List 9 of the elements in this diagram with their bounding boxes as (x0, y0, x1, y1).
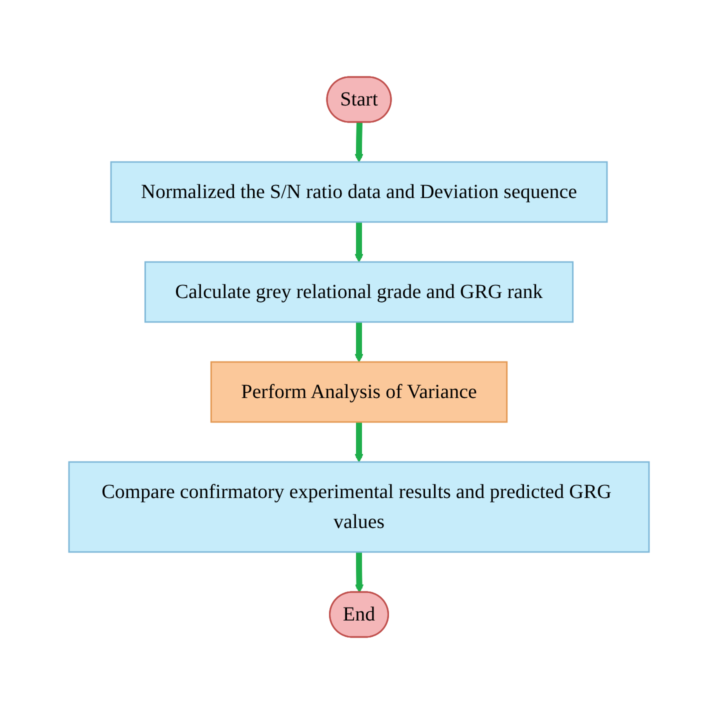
arrow (354, 422, 363, 462)
node-box: Perform Analysis of Variance (210, 360, 508, 422)
node-box: Calculate grey relational grade and GRG rank (144, 260, 574, 322)
arrow (354, 222, 363, 262)
arrow (354, 552, 364, 592)
arrow (354, 322, 363, 362)
arrow (354, 122, 363, 162)
node-box: Normalized the S/N ratio data and Deviation sequence (110, 160, 608, 222)
node-box: Compare confirmatory experimental results and predicted GRG values (68, 460, 650, 552)
